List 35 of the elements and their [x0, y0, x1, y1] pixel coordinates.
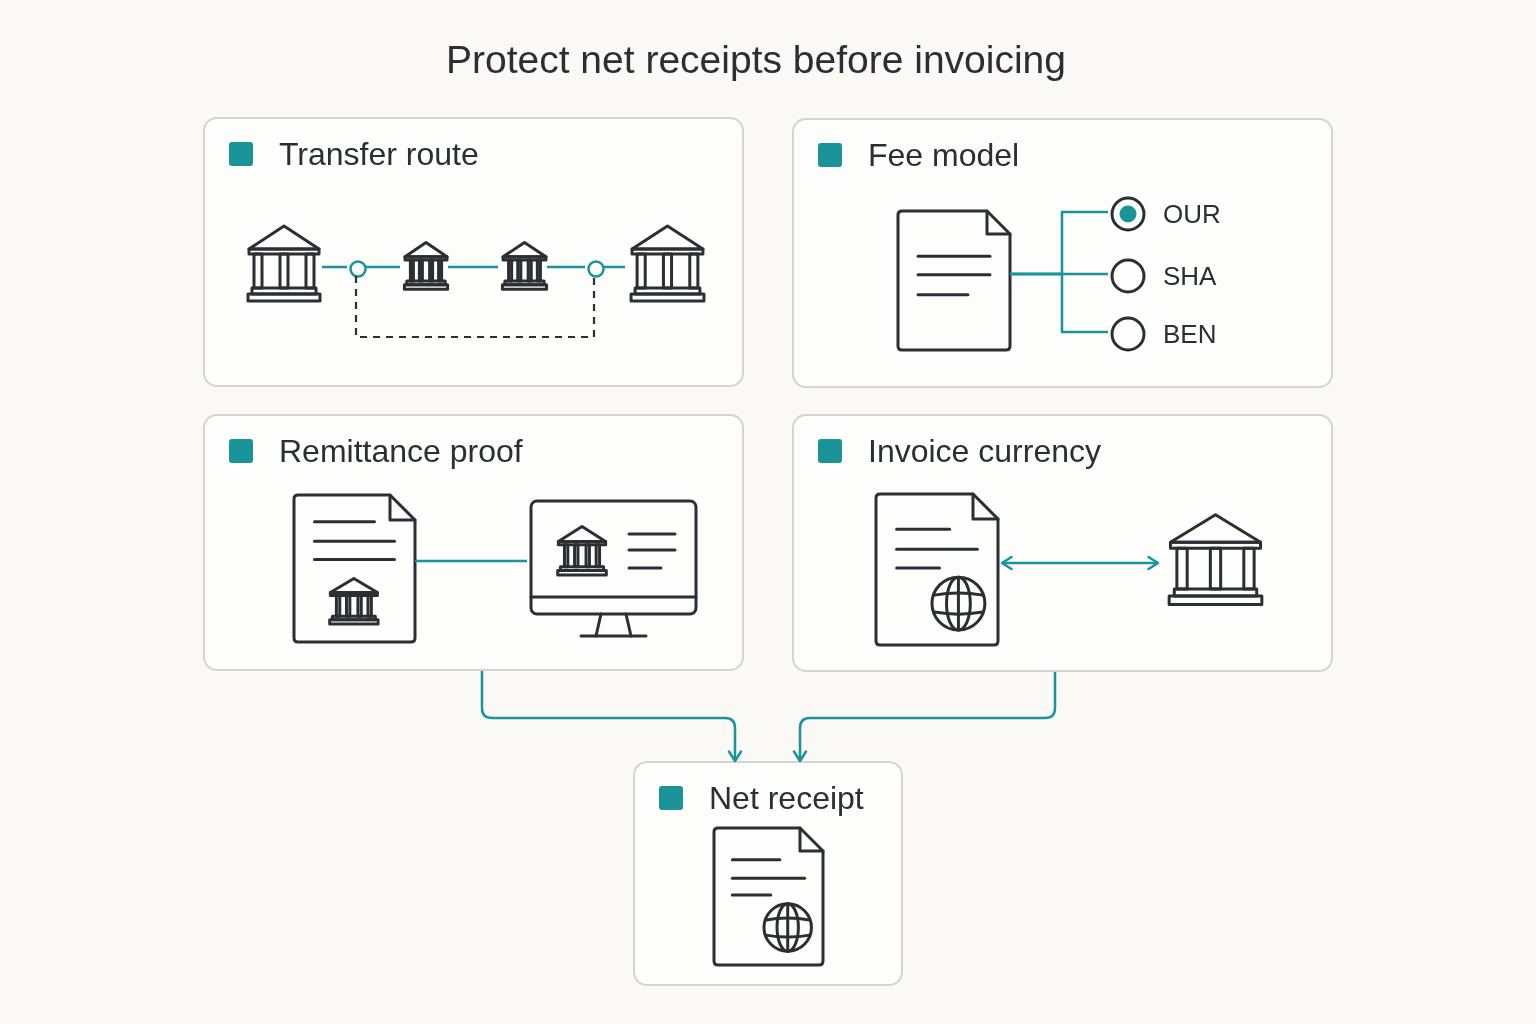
connector-line [365, 265, 400, 269]
connector-line [547, 265, 585, 269]
option-label: BEN [1163, 321, 1217, 347]
globe-document-icon [874, 492, 1000, 647]
waypoint-icon [587, 260, 605, 278]
connector-line [1010, 272, 1108, 334]
panel-heading: Fee model [868, 139, 1020, 171]
panel-heading: Transfer route [279, 138, 479, 170]
panel-card [203, 117, 744, 387]
arrow [792, 672, 1057, 763]
connector-line [448, 265, 498, 269]
connector-line [415, 559, 527, 563]
panel-card [633, 761, 903, 986]
monitor-icon [529, 499, 698, 639]
document-icon [896, 209, 1012, 352]
bank-icon [244, 222, 324, 304]
bank-document-icon [292, 493, 417, 644]
diagram-title: Protect net receipts before invoicing [445, 37, 1067, 83]
panel-heading: Remittance proof [279, 435, 523, 467]
dashed-connector [354, 276, 596, 339]
bank-icon [627, 222, 708, 304]
panel-heading: Invoice currency [868, 435, 1101, 467]
panel-card [792, 414, 1333, 672]
option-label: OUR [1163, 201, 1221, 227]
option-label: SHA [1163, 263, 1217, 289]
panel-heading: Net receipt [709, 782, 864, 814]
connector-line [603, 265, 625, 269]
arrow [480, 671, 743, 763]
connector-line [322, 265, 347, 269]
waypoint-icon [349, 260, 367, 278]
bank-icon [500, 240, 549, 291]
bank-icon [402, 240, 450, 291]
panel-card [203, 414, 744, 671]
arrow [1000, 555, 1160, 571]
panel-card [792, 118, 1333, 388]
